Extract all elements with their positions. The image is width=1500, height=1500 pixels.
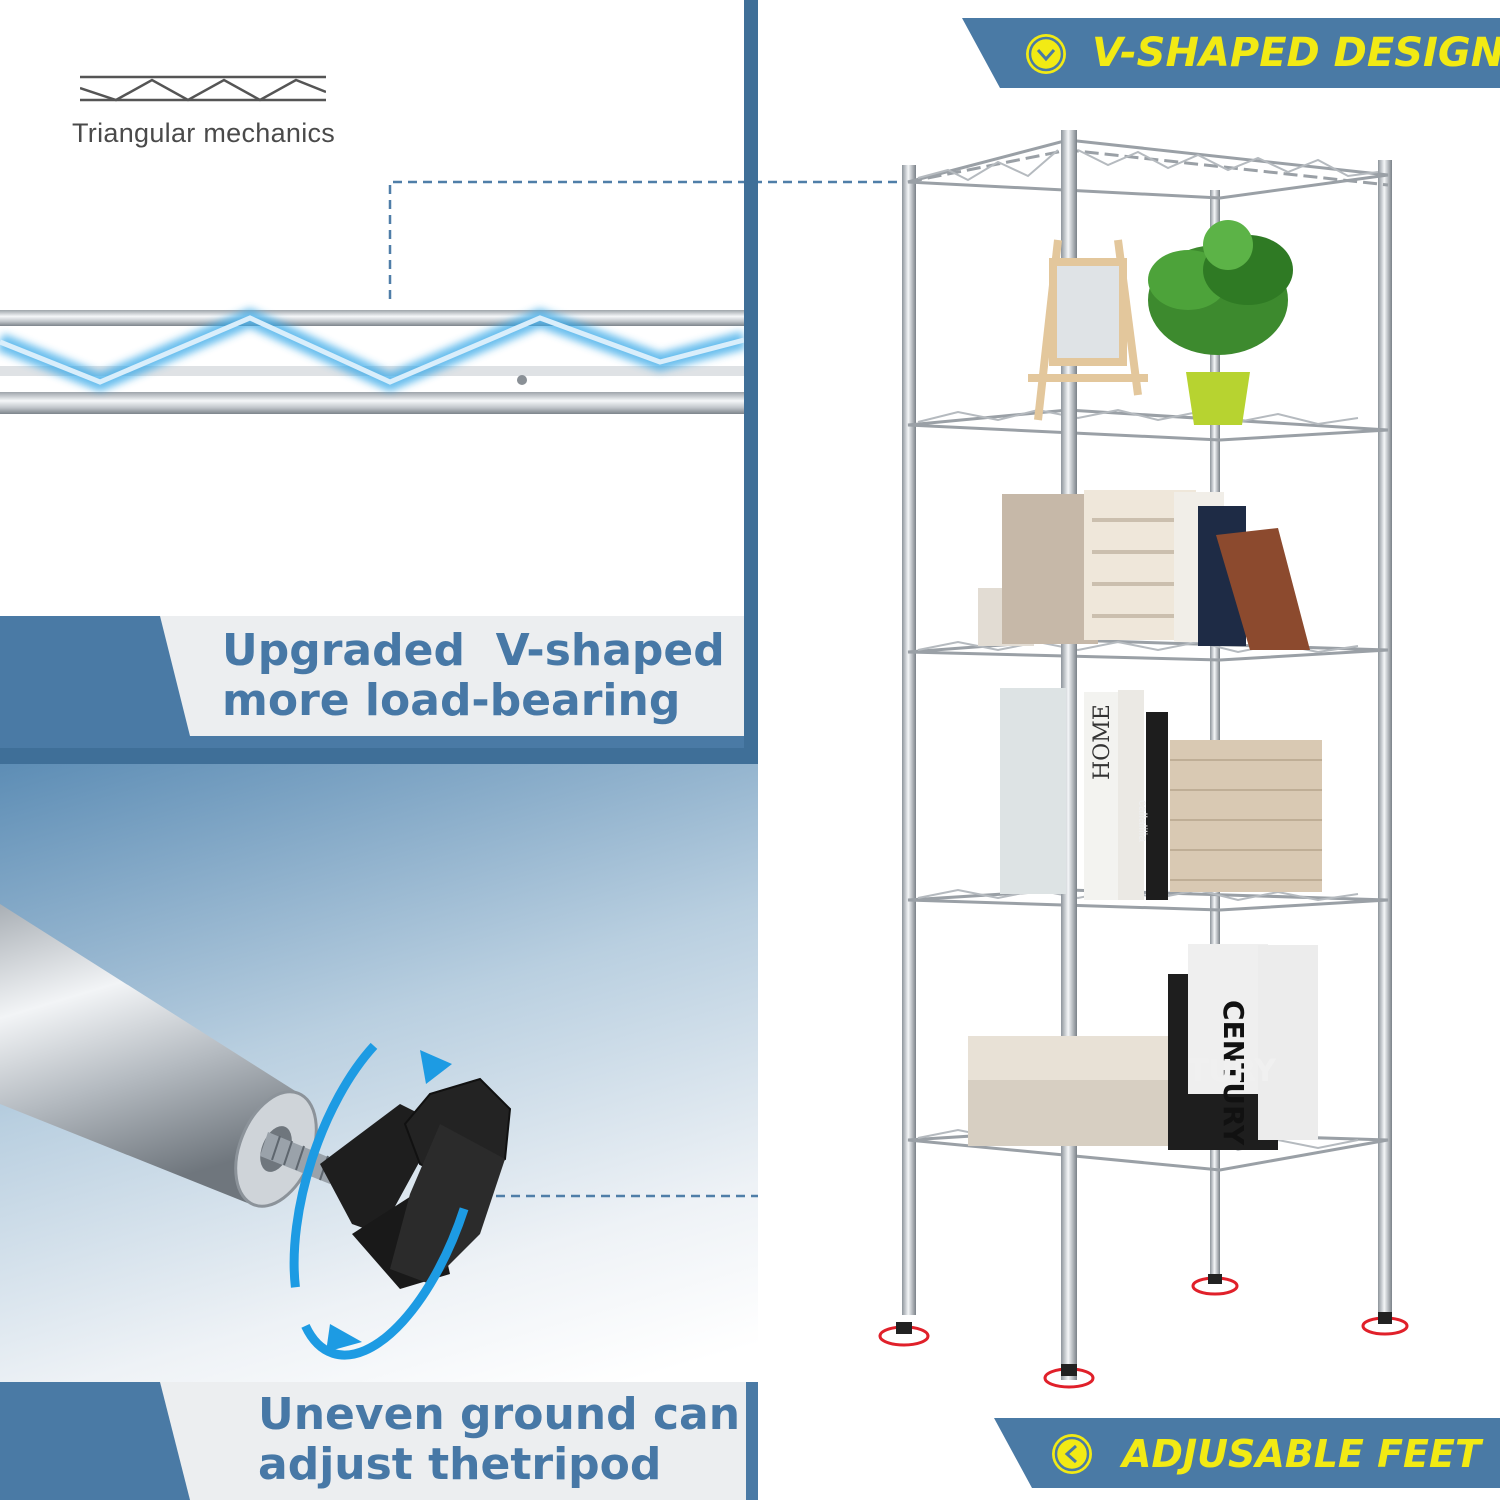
book-beige <box>1118 690 1144 900</box>
adjustable-foot-closeup <box>0 764 758 1500</box>
chevron-left-circle-icon <box>1052 1434 1092 1474</box>
feet-tag-bg <box>994 1418 1500 1488</box>
book-home <box>1084 692 1118 900</box>
adjustable-feet-tag: ADJUSABLE FEET <box>1122 1432 1481 1476</box>
foot-headline: Uneven ground can adjust thetripod <box>258 1390 740 1490</box>
vshape-tag-bg <box>962 18 1500 88</box>
potted-plant-decor <box>1148 220 1293 425</box>
easel-decor <box>1028 239 1148 421</box>
foot-headline-line1: Uneven ground can <box>258 1389 741 1440</box>
spine-tury: TURY <box>1188 1054 1277 1089</box>
panel-divider-vertical <box>744 0 758 750</box>
panel-divider-horizontal <box>0 748 758 764</box>
vshape-headline-line1: Upgraded V-shaped <box>222 625 725 676</box>
book-brown <box>1216 528 1310 650</box>
magazine <box>1000 688 1066 894</box>
chevron-down-circle-icon <box>1026 34 1066 74</box>
spine-home: HOME <box>1090 704 1115 780</box>
arrow-down-icon <box>326 1324 362 1352</box>
foot-banner-bg <box>0 1382 758 1500</box>
vshape-design-tag: V-SHAPED DESIGN <box>1092 30 1500 76</box>
book-gray <box>1258 945 1318 1140</box>
spine-callalilia: callalilia <box>1136 800 1150 843</box>
wire-diagram-panel: Triangular mechanics <box>0 0 910 616</box>
triangular-mechanics-label: Triangular mechanics <box>72 118 336 148</box>
v-wire-closeup <box>0 308 744 414</box>
vshape-banner-bg <box>0 616 744 748</box>
wire-shelf-product <box>878 130 1409 1389</box>
foot-headline-line2: adjust thetripod <box>258 1439 662 1490</box>
vshape-headline-line2: more load-bearing <box>222 675 681 726</box>
vshape-headline: Upgraded V-shaped more load-bearing <box>222 626 725 726</box>
book-black <box>1146 712 1168 900</box>
triangle-truss-icon <box>80 75 326 102</box>
woven-basket <box>1170 740 1322 892</box>
arrow-up-icon <box>420 1050 452 1084</box>
callout-dashed-line <box>388 180 910 299</box>
storage-box <box>1002 494 1098 644</box>
